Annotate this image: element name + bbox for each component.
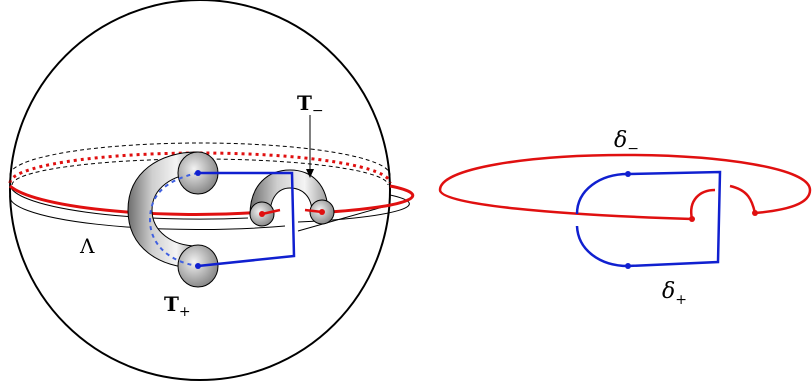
red-curve-front-right: [329, 184, 415, 214]
label-t-plus: T+: [164, 292, 191, 320]
blue-curve-lower: [575, 225, 629, 268]
red-curve-front: [9, 184, 266, 216]
band-inner-front: [9, 184, 249, 220]
blue-curve-front: [197, 171, 296, 268]
band-inner-back-dashed: [11, 158, 389, 186]
right-panel: δ− δ+: [438, 128, 812, 308]
red-curve-hook-right: [729, 184, 757, 214]
band-outer-front: [9, 175, 286, 231]
blue-dot-bottom: [195, 263, 201, 269]
blue-dot-right-bottom: [625, 263, 631, 269]
t-minus-pointer-arrowhead: [306, 169, 314, 178]
red-dot-right: [319, 209, 325, 215]
band-outer-back-dashed: [9, 142, 391, 176]
band-right-front: [297, 175, 410, 223]
red-curve-hook-left: [689, 188, 716, 220]
red-dot-right-right: [752, 210, 758, 216]
band-right-front-lower: [297, 204, 391, 232]
red-dot-right-left: [689, 216, 695, 222]
blue-dot-right-top: [625, 171, 631, 177]
blue-curve-hidden-dashed: [148, 172, 199, 267]
blue-dot-top: [195, 170, 201, 176]
red-dot-left: [259, 211, 265, 217]
left-panel: Λ T+ T−: [8, 0, 415, 381]
red-curve-delta-minus: [438, 153, 812, 221]
label-delta-plus: δ+: [662, 279, 687, 308]
label-lambda: Λ: [79, 234, 95, 258]
label-t-minus: T−: [297, 91, 324, 119]
label-delta-minus: δ−: [614, 128, 639, 157]
blue-curve-upper: [575, 170, 722, 268]
